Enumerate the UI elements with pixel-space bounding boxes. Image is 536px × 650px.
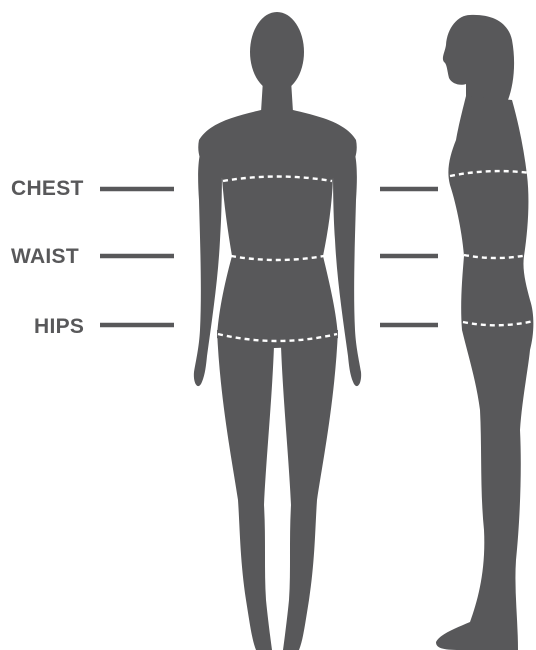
side-figure — [436, 15, 533, 650]
front-neck — [261, 80, 293, 112]
chest-label: CHEST — [11, 177, 84, 200]
front-right-leg — [281, 330, 338, 650]
waist-measurement: WAIST — [11, 245, 438, 268]
side-body — [436, 96, 533, 650]
front-torso — [198, 110, 356, 348]
waist-label: WAIST — [11, 245, 79, 268]
front-right-arm — [333, 140, 361, 386]
front-left-arm — [194, 140, 222, 386]
side-head — [443, 15, 514, 100]
front-left-leg — [217, 330, 274, 650]
front-figure — [194, 12, 361, 650]
hips-label: HIPS — [34, 315, 84, 338]
